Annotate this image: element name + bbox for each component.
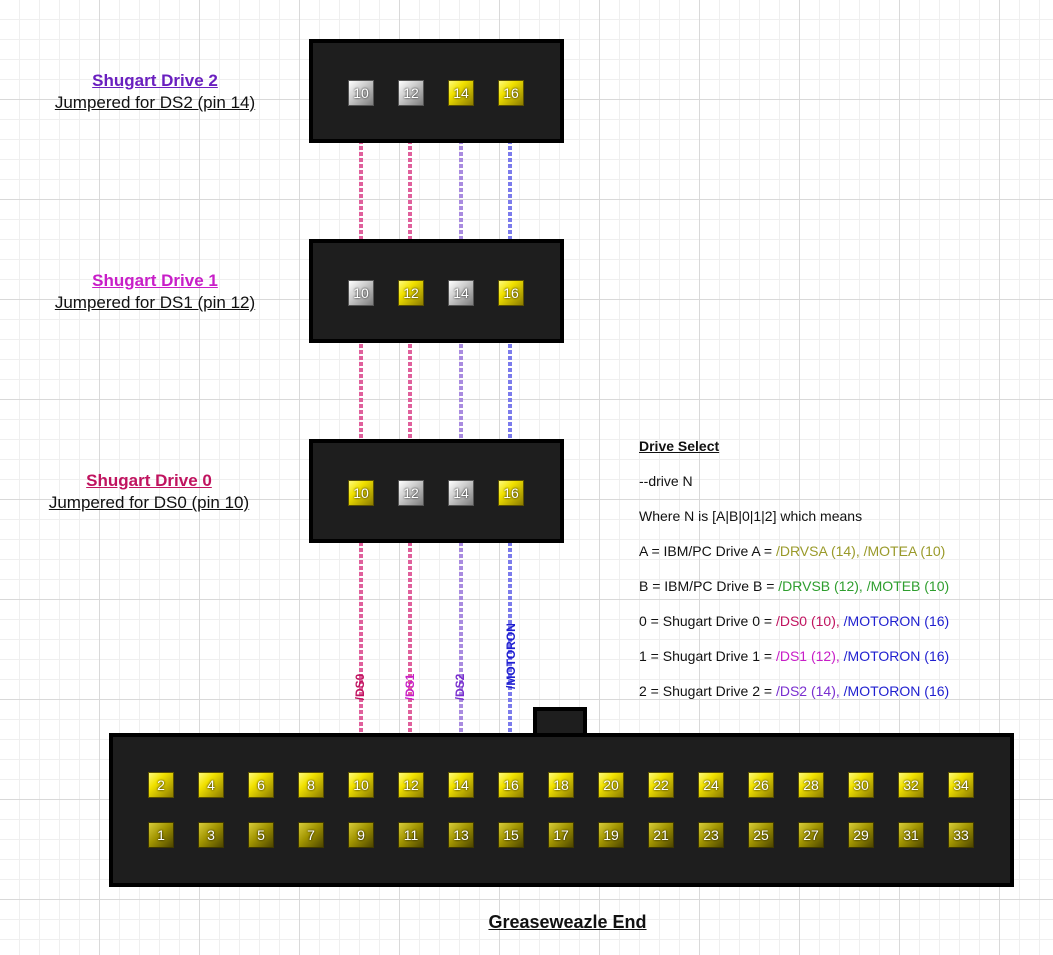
gw-pin-19: 19 (598, 822, 624, 848)
drive-2-pin-14: 14 (448, 80, 474, 106)
gw-pin-20: 20 (598, 772, 624, 798)
gw-pin-28: 28 (798, 772, 824, 798)
gw-pin-9: 9 (348, 822, 374, 848)
gw-pin-22: 22 (648, 772, 674, 798)
info-line-segment: /DS0 (10), (775, 613, 844, 629)
wire-label-ds1: /DS1 (403, 673, 417, 701)
drive-1-pin-14: 14 (448, 280, 474, 306)
gw-pin-1: 1 (148, 822, 174, 848)
drive-1-title: Shugart Drive 1 (92, 271, 218, 290)
drive-select-info: Drive Select --drive N Where N is [A|B|0|… (639, 438, 1039, 718)
info-line: 0 = Shugart Drive 0 = /DS0 (10), /MOTORO… (639, 613, 1039, 648)
greaseweazle-end-label: Greaseweazle End (488, 912, 647, 932)
info-line-segment: /DS2 (14), (775, 683, 844, 699)
gw-pin-13: 13 (448, 822, 474, 848)
gw-pin-10: 10 (348, 772, 374, 798)
gw-pin-16: 16 (498, 772, 524, 798)
drive-1-pin-16: 16 (498, 280, 524, 306)
info-line-segment: /DS1 (12), (775, 648, 844, 664)
wire-label-ds0: /DS0 (353, 673, 367, 701)
gw-pin-2: 2 (148, 772, 174, 798)
info-line-segment: 1 = Shugart Drive 1 = (639, 648, 776, 664)
gw-pin-27: 27 (798, 822, 824, 848)
info-line-segment: /DRVSA (14), /MOTEA (10) (775, 543, 946, 559)
info-line-segment: A = IBM/PC Drive A = (639, 543, 776, 559)
info-line-segment: 2 = Shugart Drive 2 = (639, 683, 776, 699)
gw-pin-23: 23 (698, 822, 724, 848)
shugart-drive-1-connector: 10 12 14 16 (309, 239, 564, 343)
info-line-segment: /MOTORON (16) (843, 683, 950, 699)
wire-label-motoron: /MOTORON (504, 623, 518, 689)
info-line: A = IBM/PC Drive A = /DRVSA (14), /MOTEA… (639, 543, 1039, 578)
info-line: Where N is [A|B|0|1|2] which means (639, 508, 1039, 543)
drive-0-pin-10: 10 (348, 480, 374, 506)
gw-pin-34: 34 (948, 772, 974, 798)
info-line: B = IBM/PC Drive B = /DRVSB (12), /MOTEB… (639, 578, 1039, 613)
gw-pin-4: 4 (198, 772, 224, 798)
info-line-segment: /MOTORON (16) (843, 648, 950, 664)
drive-2-title: Shugart Drive 2 (92, 71, 218, 90)
info-line-segment: /DRVSB (12), /MOTEB (10) (778, 578, 950, 594)
drive-1-pin-12: 12 (398, 280, 424, 306)
gw-pin-25: 25 (748, 822, 774, 848)
drive-0-label: Shugart Drive 0 Jumpered for DS0 (pin 10… (29, 470, 269, 514)
gw-pin-18: 18 (548, 772, 574, 798)
gw-pin-7: 7 (298, 822, 324, 848)
drive-2-subtitle: Jumpered for DS2 (pin 14) (54, 93, 256, 112)
gw-pin-15: 15 (498, 822, 524, 848)
info-lines: --drive N Where N is [A|B|0|1|2] which me… (639, 473, 1039, 718)
shugart-drive-2-connector: 10 12 14 16 (309, 39, 564, 143)
gw-pin-3: 3 (198, 822, 224, 848)
gw-pin-14: 14 (448, 772, 474, 798)
info-line-segment: --drive N (639, 473, 693, 489)
wire-label-ds2: /DS2 (453, 673, 467, 701)
gw-pin-17: 17 (548, 822, 574, 848)
gw-pin-33: 33 (948, 822, 974, 848)
gw-pin-24: 24 (698, 772, 724, 798)
gw-pin-31: 31 (898, 822, 924, 848)
info-line: 2 = Shugart Drive 2 = /DS2 (14), /MOTORO… (639, 683, 1039, 718)
gw-pin-32: 32 (898, 772, 924, 798)
drive-0-pin-14: 14 (448, 480, 474, 506)
drive-0-pin-16: 16 (498, 480, 524, 506)
drive-2-pin-16: 16 (498, 80, 524, 106)
info-line-segment: /MOTORON (16) (843, 613, 950, 629)
drive-1-label: Shugart Drive 1 Jumpered for DS1 (pin 12… (35, 270, 275, 314)
gw-pin-5: 5 (248, 822, 274, 848)
drive-1-subtitle: Jumpered for DS1 (pin 12) (54, 293, 256, 312)
drive-0-subtitle: Jumpered for DS0 (pin 10) (48, 493, 250, 512)
info-line-segment: 0 = Shugart Drive 0 = (639, 613, 776, 629)
drive-2-pin-12: 12 (398, 80, 424, 106)
drive-0-title: Shugart Drive 0 (86, 471, 212, 490)
drive-1-pin-10: 10 (348, 280, 374, 306)
info-line-segment: Where N is [A|B|0|1|2] which means (639, 508, 863, 524)
gw-pin-29: 29 (848, 822, 874, 848)
drive-2-pin-10: 10 (348, 80, 374, 106)
info-line: 1 = Shugart Drive 1 = /DS1 (12), /MOTORO… (639, 648, 1039, 683)
info-line-segment: B = IBM/PC Drive B = (639, 578, 779, 594)
gw-pin-30: 30 (848, 772, 874, 798)
drive-2-label: Shugart Drive 2 Jumpered for DS2 (pin 14… (35, 70, 275, 114)
info-title: Drive Select (639, 438, 720, 454)
gw-pin-8: 8 (298, 772, 324, 798)
info-line: --drive N (639, 473, 1039, 508)
shugart-drive-0-connector: 10 12 14 16 (309, 439, 564, 543)
drive-0-pin-12: 12 (398, 480, 424, 506)
gw-pin-21: 21 (648, 822, 674, 848)
gw-pin-12: 12 (398, 772, 424, 798)
gw-pin-26: 26 (748, 772, 774, 798)
gw-pin-6: 6 (248, 772, 274, 798)
gw-pin-11: 11 (398, 822, 424, 848)
